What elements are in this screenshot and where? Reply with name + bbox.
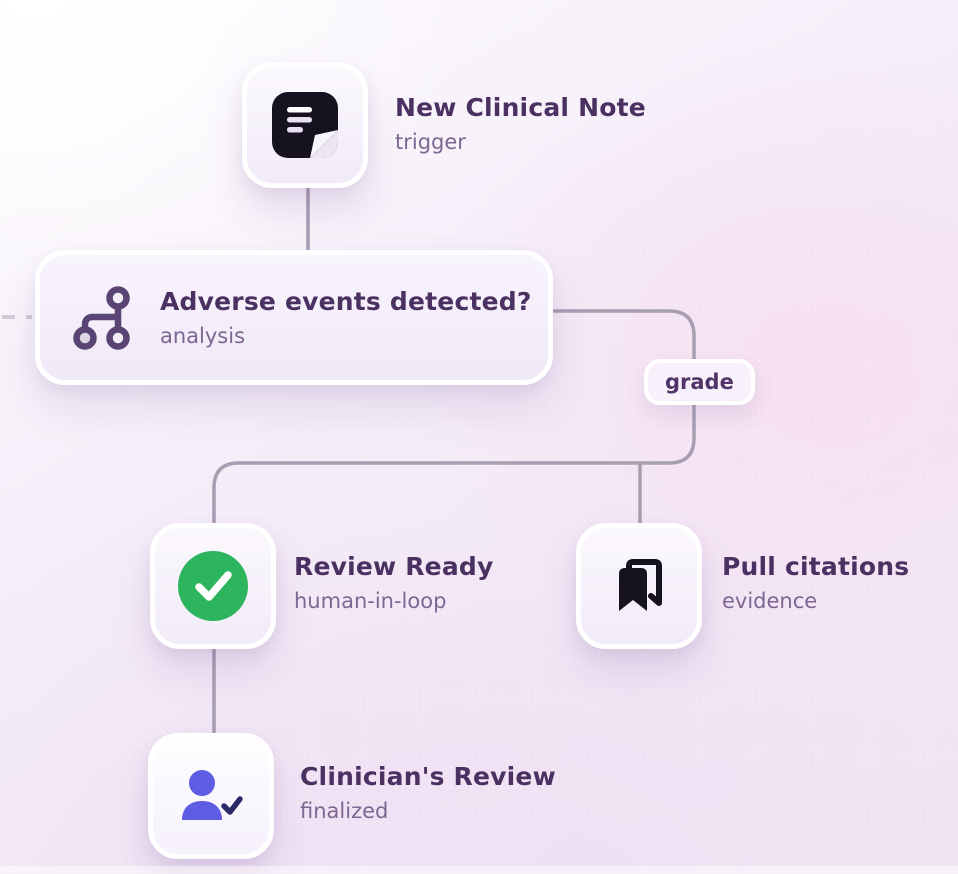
analysis-node-label: Adverse events detected? analysis — [160, 286, 532, 350]
clinician-node-label: Clinician's Review finalized — [300, 761, 556, 825]
review-node-label: Review Ready human-in-loop — [294, 551, 494, 615]
edge-label-grade[interactable]: grade — [644, 359, 755, 405]
trigger-node-label: New Clinical Note trigger — [395, 92, 646, 156]
node-title: Clinician's Review — [300, 762, 556, 791]
note-icon — [272, 92, 338, 158]
trigger-node-card[interactable] — [242, 62, 368, 188]
node-subtitle: evidence — [722, 589, 818, 613]
citations-node-label: Pull citations evidence — [722, 551, 909, 615]
user-check-icon — [182, 770, 243, 820]
bookmarks-icon — [619, 559, 662, 611]
node-title: Adverse events detected? — [160, 286, 532, 316]
branch-icon — [73, 285, 130, 350]
citations-node-card[interactable] — [576, 523, 702, 649]
node-title: Pull citations — [722, 552, 910, 581]
node-subtitle: human-in-loop — [294, 589, 447, 613]
node-title: New Clinical Note — [395, 93, 646, 122]
analysis-node-card[interactable]: Adverse events detected? analysis — [35, 250, 553, 385]
review-node-card[interactable] — [150, 523, 276, 649]
edge-analysis-to-review — [212, 309, 696, 744]
node-subtitle: finalized — [300, 799, 389, 823]
node-title: Review Ready — [294, 552, 494, 581]
bottom-edge-band — [0, 866, 958, 874]
node-subtitle: analysis — [160, 323, 246, 348]
node-subtitle: trigger — [395, 130, 466, 154]
clinician-node-card[interactable] — [148, 733, 274, 859]
check-circle-icon — [178, 551, 248, 621]
